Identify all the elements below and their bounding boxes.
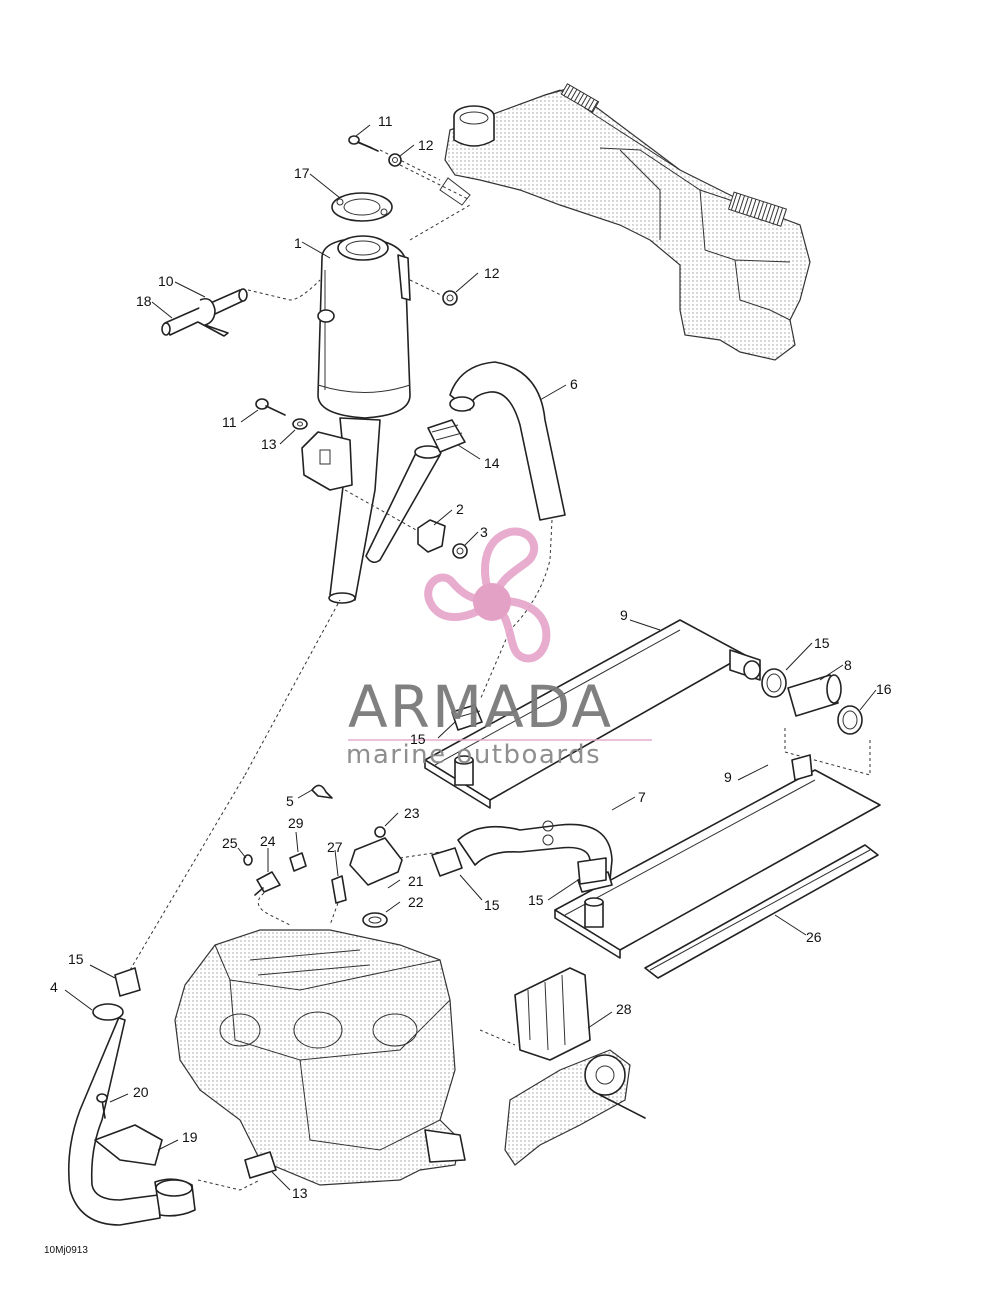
callout-4: 4 bbox=[50, 979, 58, 995]
watermark-logo bbox=[424, 527, 551, 663]
callout-leaders bbox=[64, 124, 877, 1191]
callout-27: 27 bbox=[327, 839, 343, 855]
hull-airbox bbox=[439, 83, 811, 361]
callout-28: 28 bbox=[616, 1001, 632, 1017]
callout-labels: 11 12 17 1 10 18 12 6 11 13 14 2 3 9 15 … bbox=[50, 113, 892, 1201]
heat-exchanger-upper bbox=[424, 619, 761, 809]
callout-8: 8 bbox=[844, 657, 852, 673]
callout-14: 13 bbox=[292, 1185, 308, 1201]
thermostat-housing bbox=[349, 826, 463, 928]
callout-15-radiator: 15 bbox=[410, 731, 426, 747]
callout-10: 10 bbox=[158, 273, 174, 289]
callout-18: 18 bbox=[136, 293, 152, 309]
callout-7: 7 bbox=[638, 789, 646, 805]
watermark-title: ARMADA bbox=[348, 673, 613, 741]
callout-5: 5 bbox=[286, 793, 294, 809]
callout-20: 20 bbox=[133, 1084, 149, 1100]
callout-23: 23 bbox=[404, 805, 420, 821]
clamps bbox=[451, 704, 607, 885]
callout-17: 17 bbox=[294, 165, 310, 181]
callout-9-lower: 9 bbox=[724, 769, 732, 785]
callout-13-lower: 13 bbox=[261, 436, 277, 452]
callout-16-right: 16 bbox=[876, 681, 892, 697]
figure-code: 10Mj0913 bbox=[44, 1245, 88, 1256]
vent-hose bbox=[161, 279, 321, 337]
callout-15-hose6: 14 bbox=[484, 455, 500, 471]
callout-12: 12 bbox=[484, 265, 500, 281]
sensors bbox=[243, 784, 347, 926]
engine bbox=[174, 929, 466, 1186]
hose-lower bbox=[68, 599, 341, 1226]
callout-21: 21 bbox=[408, 873, 424, 889]
watermark: ARMADA marine outboards bbox=[346, 527, 652, 770]
callout-15-thermostat: 15 bbox=[484, 897, 500, 913]
callout-22: 22 bbox=[408, 894, 424, 910]
callout-25: 25 bbox=[222, 835, 238, 851]
callout-15-lower-radiator: 15 bbox=[528, 892, 544, 908]
callout-1: 1 bbox=[294, 235, 302, 251]
hose-connector bbox=[761, 668, 871, 776]
callout-29: 29 bbox=[288, 815, 304, 831]
callout-9-upper: 9 bbox=[620, 607, 628, 623]
callout-19: 19 bbox=[182, 1129, 198, 1145]
callout-24: 24 bbox=[260, 833, 276, 849]
hose-upper bbox=[427, 361, 566, 701]
callout-26: 26 bbox=[806, 929, 822, 945]
callout-16-left: 15 bbox=[814, 635, 830, 651]
watermark-subtitle: marine outboards bbox=[346, 740, 601, 770]
callout-15-hose4: 15 bbox=[68, 951, 84, 967]
callout-2: 2 bbox=[456, 501, 464, 517]
heat-exchanger-lower bbox=[554, 754, 881, 979]
callout-13-top: 12 bbox=[418, 137, 434, 153]
callout-11-top: 11 bbox=[378, 113, 393, 129]
coolant-reservoir bbox=[255, 135, 471, 604]
mounting-bracket bbox=[479, 967, 646, 1166]
callout-6: 6 bbox=[570, 376, 578, 392]
callout-3: 3 bbox=[480, 524, 488, 540]
callout-11-lower: 11 bbox=[222, 414, 237, 430]
